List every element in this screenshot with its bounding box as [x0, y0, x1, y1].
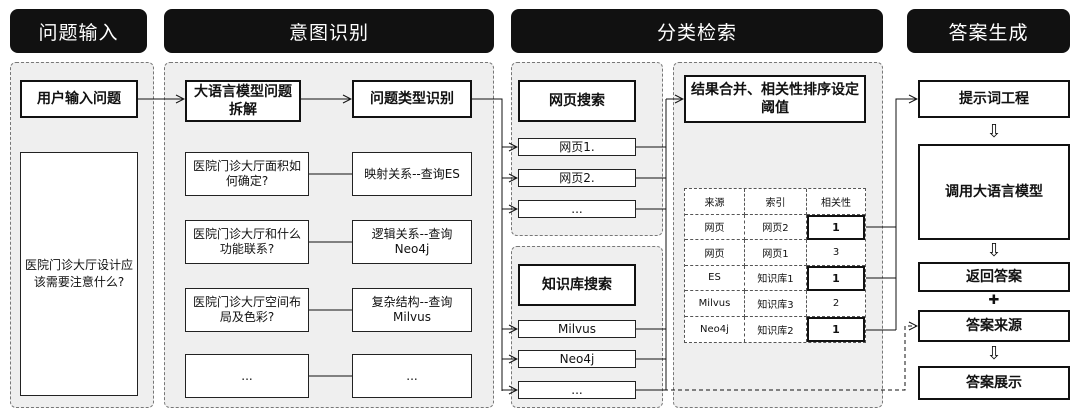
header-search: 分类检索 — [511, 9, 883, 53]
table-cell: 3 — [807, 240, 865, 266]
merge-box: 结果合并、相关性排序设定阈值 — [684, 75, 866, 123]
header-input: 问题输入 — [10, 9, 147, 53]
table-cell: 网页 — [685, 214, 745, 240]
kb-result-2: Neo4j — [518, 350, 636, 368]
table-cell: 网页 — [685, 240, 745, 266]
kb-result-1: Milvus — [518, 320, 636, 338]
table-cell: 网页2 — [745, 214, 807, 240]
sub-question-2: 医院门诊大厅和什么功能联系? — [185, 220, 309, 264]
arrow-down-icon: ⇩ — [986, 343, 1002, 364]
web-result-1: 网页1. — [518, 138, 636, 156]
table-header-relevance: 相关性 — [807, 189, 865, 215]
answer-display-box: 答案展示 — [918, 366, 1070, 400]
table-cell: 知识库3 — [745, 291, 807, 317]
user-question-box: 用户输入问题 — [20, 80, 138, 118]
table-cell: Neo4j — [685, 316, 745, 342]
table-header-index: 索引 — [745, 189, 807, 215]
table-cell: 2 — [807, 291, 865, 317]
table-cell-highlight: 1 — [807, 316, 865, 342]
kb-search-box: 知识库搜索 — [518, 264, 636, 306]
table-cell: ES — [685, 265, 745, 291]
query-type-3: 复杂结构--查询Milvus — [352, 288, 472, 332]
kb-result-3: ... — [518, 381, 636, 399]
prompt-engineering-box: 提示词工程 — [918, 80, 1070, 118]
header-answer: 答案生成 — [907, 9, 1070, 53]
table-cell-highlight: 1 — [807, 265, 865, 291]
answer-source-box: 答案来源 — [918, 310, 1070, 342]
sub-question-3: 医院门诊大厅空间布局及色彩? — [185, 288, 309, 332]
plus-icon: ✚ — [988, 293, 1000, 308]
arrow-down-icon: ⇩ — [986, 240, 1002, 261]
relevance-table: 来源 索引 相关性 网页 网页2 1 网页 网页1 3 ES 知识库1 1 Mi… — [684, 188, 866, 343]
table-header-source: 来源 — [685, 189, 745, 215]
table-cell: 网页1 — [745, 240, 807, 266]
web-search-box: 网页搜索 — [518, 80, 636, 122]
query-type-4: ... — [352, 354, 472, 398]
query-type-2: 逻辑关系--查询Neo4j — [352, 220, 472, 264]
llm-decompose-box: 大语言模型问题拆解 — [185, 80, 301, 122]
arrow-down-icon: ⇩ — [986, 121, 1002, 142]
sub-question-4: ... — [185, 354, 309, 398]
table-cell: 知识库1 — [745, 265, 807, 291]
table-cell: Milvus — [685, 291, 745, 317]
sub-question-1: 医院门诊大厅面积如何确定? — [185, 152, 309, 196]
web-result-3: ... — [518, 200, 636, 218]
table-cell-highlight: 1 — [807, 214, 865, 240]
call-llm-box: 调用大语言模型 — [918, 144, 1070, 240]
header-intent: 意图识别 — [164, 9, 494, 53]
return-answer-box: 返回答案 — [918, 262, 1070, 292]
table-cell: 知识库2 — [745, 316, 807, 342]
web-result-2: 网页2. — [518, 169, 636, 187]
example-question-box: 医院门诊大厅设计应该需要注意什么? — [20, 152, 138, 396]
query-type-1: 映射关系--查询ES — [352, 152, 472, 196]
type-recognize-box: 问题类型识别 — [352, 80, 472, 118]
